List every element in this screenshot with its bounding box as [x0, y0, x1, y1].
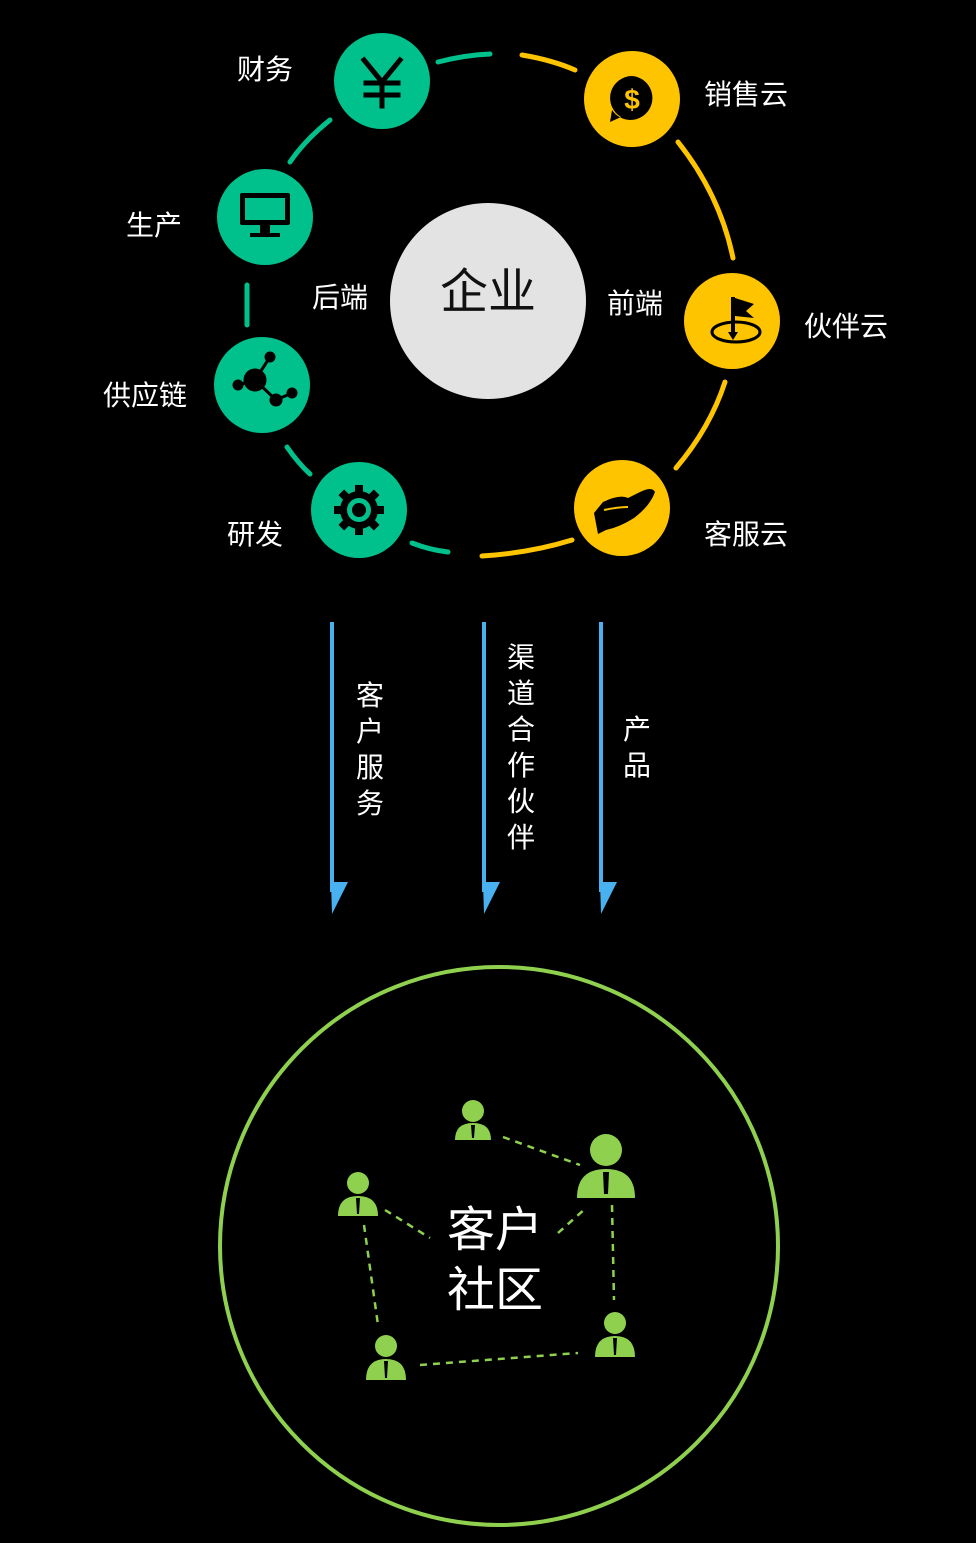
person-icon	[338, 1172, 378, 1216]
node-finance	[334, 33, 430, 129]
community-members	[338, 1100, 635, 1380]
sales-cloud-label: 销售云	[704, 78, 789, 111]
flow-label-product: 产品	[622, 713, 651, 782]
partner-cloud-label: 伙伴云	[804, 310, 889, 343]
node-supply-chain	[214, 337, 310, 433]
service-cloud-label: 客服云	[704, 518, 789, 551]
yen-icon	[360, 56, 404, 109]
network-icon	[232, 351, 298, 407]
gear-icon	[334, 485, 384, 535]
node-sales-cloud: $	[584, 51, 680, 147]
supply-chain-label: 供应链	[103, 379, 188, 412]
ring-arc	[435, 51, 493, 65]
flag-icon	[710, 297, 762, 344]
hand-icon	[594, 489, 655, 534]
rnd-label: 研发	[227, 518, 284, 551]
person-icon	[455, 1100, 491, 1140]
flow-label-channel-partner: 渠道合作伙伴	[506, 641, 535, 854]
flow-arrows	[330, 622, 617, 914]
community-label-line1: 客户	[446, 1202, 543, 1258]
flow-arrow	[330, 622, 348, 914]
center-circle	[390, 203, 586, 399]
frontend-label: 前端	[607, 287, 664, 320]
flow-arrow	[599, 622, 617, 914]
center-label: 企业	[439, 264, 536, 320]
dollar-bubble-icon: $	[610, 76, 653, 122]
node-service-cloud	[574, 460, 670, 556]
ring-arc	[673, 379, 728, 471]
backend-label: 后端	[312, 281, 369, 314]
community-label-line2: 社区	[446, 1262, 543, 1318]
backend-ring	[244, 51, 493, 555]
production-label: 生产	[126, 209, 183, 242]
ring-arc	[284, 444, 313, 477]
ring-arc	[675, 139, 736, 261]
frontend-ring	[479, 52, 736, 559]
finance-label: 财务	[237, 53, 294, 86]
flow-arrow	[482, 622, 500, 914]
person-icon	[366, 1335, 406, 1380]
person-icon	[577, 1134, 635, 1198]
flow-label-customer-service: 客户服务	[355, 679, 384, 820]
svg-text:$: $	[624, 84, 640, 115]
ring-arc	[287, 117, 333, 165]
community-label: 客户 社区	[420, 1200, 570, 1320]
community-links	[362, 1135, 616, 1367]
node-partner-cloud	[684, 273, 780, 369]
ring-arc	[479, 537, 575, 559]
ring-arc	[519, 52, 578, 73]
node-rnd	[311, 462, 407, 558]
community-circle	[218, 965, 780, 1527]
ring-arc	[409, 540, 451, 555]
person-icon	[595, 1312, 635, 1357]
node-production	[217, 169, 313, 265]
monitor-icon	[240, 193, 290, 237]
